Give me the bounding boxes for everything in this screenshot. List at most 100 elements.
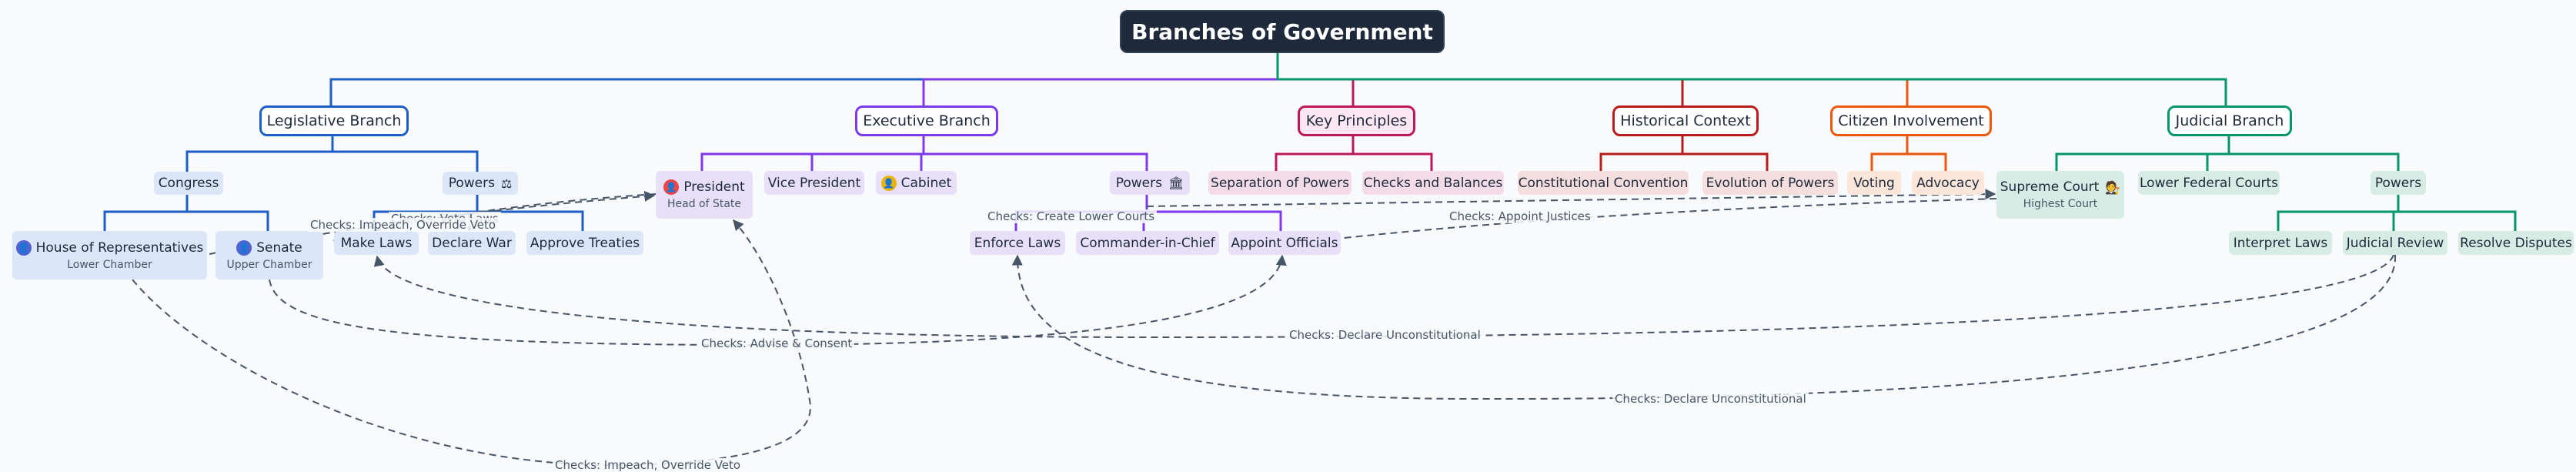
evolution-node[interactable]: Evolution of Powers bbox=[1702, 171, 1838, 195]
house-sublabel: Lower Chamber bbox=[67, 258, 152, 271]
legislative-branch-node[interactable]: Legislative Branch bbox=[259, 105, 409, 136]
executive-children-connector bbox=[700, 136, 1148, 171]
convention-node[interactable]: Constitutional Convention bbox=[1518, 171, 1689, 195]
commander-label: Commander-in-Chief bbox=[1080, 235, 1215, 251]
legislative-powers-node[interactable]: Powers ⚖ bbox=[443, 172, 518, 195]
congress-node[interactable]: Congress bbox=[154, 172, 223, 195]
interpret-laws-node[interactable]: Interpret Laws bbox=[2229, 231, 2332, 255]
edge-label-impeach-override: Checks: Impeach, Override Veto bbox=[308, 218, 499, 232]
convention-label: Constitutional Convention bbox=[1518, 175, 1689, 191]
vice-president-node[interactable]: Vice President bbox=[764, 171, 864, 195]
checks-balances-label: Checks and Balances bbox=[1363, 175, 1503, 191]
advocacy-label: Advocacy bbox=[1916, 175, 1980, 191]
commander-node[interactable]: Commander-in-Chief bbox=[1076, 231, 1219, 255]
judicial-branch-node[interactable]: Judicial Branch bbox=[2167, 105, 2292, 136]
citizen-involvement-node[interactable]: Citizen Involvement bbox=[1830, 105, 1992, 136]
voting-label: Voting bbox=[1853, 175, 1895, 191]
root-to-judicial-connector bbox=[1278, 78, 2227, 105]
legislative-children-connector bbox=[185, 136, 479, 172]
root-node[interactable]: Branches of Government bbox=[1120, 10, 1445, 53]
supreme-court-label: Supreme Court bbox=[2000, 179, 2100, 195]
citizen-children-connector bbox=[1870, 136, 1947, 171]
scales-icon: ⚖ bbox=[500, 176, 513, 191]
house-node[interactable]: 👤House of Representatives Lower Chamber bbox=[12, 231, 207, 280]
historical-context-node[interactable]: Historical Context bbox=[1612, 105, 1759, 136]
advocacy-node[interactable]: Advocacy bbox=[1912, 171, 1984, 195]
enforce-laws-label: Enforce Laws bbox=[974, 235, 1061, 251]
veto-check-edge bbox=[332, 193, 657, 243]
judicial-review-node[interactable]: Judicial Review bbox=[2343, 231, 2447, 255]
judicial-powers-children-connector bbox=[2277, 195, 2517, 231]
person-icon: 👤 bbox=[880, 175, 897, 191]
vice-president-label: Vice President bbox=[767, 175, 861, 191]
root-to-citizen-connector bbox=[1278, 78, 1909, 105]
judicial-powers-node[interactable]: Powers bbox=[2371, 171, 2426, 195]
evolution-label: Evolution of Powers bbox=[1706, 175, 1835, 191]
separation-node[interactable]: Separation of Powers bbox=[1208, 171, 1351, 195]
checks-balances-node[interactable]: Checks and Balances bbox=[1362, 171, 1504, 195]
supreme-court-sublabel: Highest Court bbox=[2023, 198, 2098, 210]
root-to-history-connector bbox=[1278, 78, 1684, 105]
voting-node[interactable]: Voting bbox=[1847, 171, 1901, 195]
judicial-branch-label: Judicial Branch bbox=[2175, 112, 2284, 129]
house-label: House of Representatives bbox=[35, 239, 204, 256]
president-label: President bbox=[683, 179, 745, 195]
person-icon: 👤 bbox=[15, 239, 32, 256]
citizen-involvement-label: Citizen Involvement bbox=[1838, 112, 1984, 129]
executive-powers-node[interactable]: Powers 🏛 bbox=[1110, 171, 1190, 195]
declare-unconst-2-check-edge bbox=[1011, 254, 2397, 400]
senate-node[interactable]: 👤Senate Upper Chamber bbox=[216, 231, 323, 280]
judicial-powers-label: Powers bbox=[2374, 175, 2422, 191]
appoint-justices-check-edge bbox=[1281, 198, 1997, 249]
legislative-branch-label: Legislative Branch bbox=[266, 112, 402, 129]
declare-unconst-1-check-edge bbox=[373, 254, 2394, 339]
executive-powers-label: Powers bbox=[1115, 175, 1162, 191]
interpret-laws-label: Interpret Laws bbox=[2233, 235, 2328, 251]
historical-context-label: Historical Context bbox=[1620, 112, 1751, 129]
root-to-principles-connector bbox=[1278, 78, 1355, 105]
edge-label-impeach-override-2: Checks: Impeach, Override Veto bbox=[553, 458, 743, 472]
executive-branch-label: Executive Branch bbox=[863, 112, 991, 129]
resolve-disputes-label: Resolve Disputes bbox=[2460, 235, 2572, 251]
approve-treaties-label: Approve Treaties bbox=[530, 235, 640, 251]
separation-label: Separation of Powers bbox=[1211, 175, 1349, 191]
executive-branch-node[interactable]: Executive Branch bbox=[855, 105, 998, 136]
approve-treaties-node[interactable]: Approve Treaties bbox=[526, 231, 643, 255]
building-icon: 🏛 bbox=[1168, 176, 1184, 190]
cabinet-node[interactable]: 👤Cabinet bbox=[876, 171, 957, 195]
make-laws-node[interactable]: Make Laws bbox=[334, 231, 419, 255]
lower-courts-node[interactable]: Lower Federal Courts bbox=[2138, 171, 2280, 195]
judicial-children-connector bbox=[2055, 136, 2400, 171]
advise-consent-check-edge bbox=[269, 254, 1287, 346]
root-title: Branches of Government bbox=[1131, 18, 1433, 45]
resolve-disputes-node[interactable]: Resolve Disputes bbox=[2458, 231, 2574, 255]
president-node[interactable]: 👤President Head of State bbox=[656, 171, 753, 219]
edge-label-declare-unconst-1: Checks: Declare Unconstitutional bbox=[1287, 328, 1483, 342]
declare-war-label: Declare War bbox=[432, 235, 512, 251]
appoint-officials-node[interactable]: Appoint Officials bbox=[1228, 231, 1341, 255]
congress-children-connector bbox=[103, 195, 269, 231]
supreme-court-node[interactable]: Supreme Court 🧑‍⚖️ Highest Court bbox=[1996, 171, 2124, 219]
enforce-laws-node[interactable]: Enforce Laws bbox=[970, 231, 1065, 255]
lower-courts-label: Lower Federal Courts bbox=[2140, 175, 2278, 191]
create-courts-check-edge bbox=[1146, 189, 1996, 207]
edge-label-appoint-justices: Checks: Appoint Justices bbox=[1447, 209, 1593, 223]
edge-label-declare-unconst-2: Checks: Declare Unconstitutional bbox=[1612, 392, 1809, 406]
senate-sublabel: Upper Chamber bbox=[226, 258, 312, 271]
cabinet-label: Cabinet bbox=[900, 175, 952, 191]
senate-label: Senate bbox=[256, 239, 302, 256]
appoint-officials-label: Appoint Officials bbox=[1231, 235, 1338, 251]
edge-label-create-courts: Checks: Create Lower Courts bbox=[985, 209, 1158, 223]
history-children-connector bbox=[1599, 136, 1769, 171]
president-sublabel: Head of State bbox=[667, 198, 742, 210]
principles-children-connector bbox=[1275, 136, 1433, 171]
key-principles-node[interactable]: Key Principles bbox=[1298, 105, 1415, 136]
root-to-executive-connector bbox=[922, 78, 1278, 105]
declare-war-node[interactable]: Declare War bbox=[428, 231, 516, 255]
legislative-powers-label: Powers bbox=[448, 176, 495, 191]
judge-icon: 🧑‍⚖️ bbox=[2105, 179, 2121, 195]
make-laws-label: Make Laws bbox=[340, 235, 413, 251]
edge-label-advise-consent: Checks: Advise & Consent bbox=[699, 336, 855, 350]
key-principles-label: Key Principles bbox=[1305, 112, 1408, 129]
congress-label: Congress bbox=[158, 176, 219, 191]
